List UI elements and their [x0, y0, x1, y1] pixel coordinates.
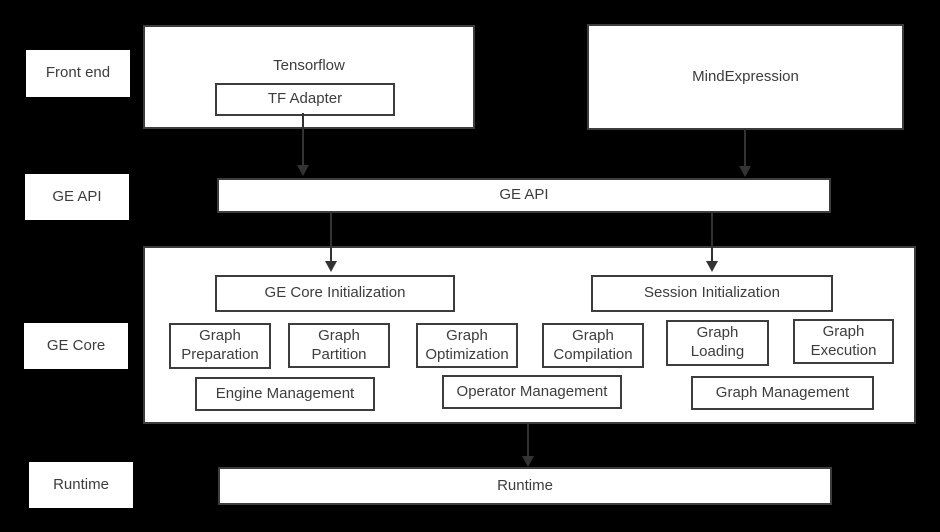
engine-management-box: Engine Management [195, 377, 375, 411]
arrow-ge-api-to-ge-core-initialization-icon [330, 212, 332, 261]
graph-loading-box: Graph Loading [666, 320, 769, 366]
tensorflow-label: Tensorflow [273, 57, 345, 74]
arrow-ge-core-to-runtime-icon [527, 424, 529, 456]
tf-adapter-box: TF Adapter [215, 83, 395, 116]
layer-label-runtime: Runtime [29, 462, 133, 508]
graph-management-box: Graph Management [691, 376, 874, 410]
operator-management-box: Operator Management [442, 375, 622, 409]
ge-api-bar: GE API [217, 178, 831, 213]
arrow-ge-api-to-session-initialization-icon [711, 212, 713, 261]
arrow-tf-adapter-to-ge-api-icon [302, 113, 304, 165]
graph-execution-box: Graph Execution [793, 319, 894, 364]
mindexpression-box: MindExpression [587, 24, 904, 130]
graph-partition-box: Graph Partition [288, 323, 390, 368]
graph-optimization-box: Graph Optimization [416, 323, 518, 368]
layer-label-ge-core: GE Core [24, 323, 128, 369]
tensorflow-box: Tensorflow TF Adapter [143, 25, 475, 129]
layer-label-front-end: Front end [26, 50, 130, 97]
session-initialization-box: Session Initialization [591, 275, 833, 312]
graph-preparation-box: Graph Preparation [169, 323, 271, 369]
ge-core-initialization-box: GE Core Initialization [215, 275, 455, 312]
layer-label-ge-api: GE API [25, 174, 129, 220]
arrow-mindexpression-to-ge-api-icon [744, 129, 746, 166]
graph-compilation-box: Graph Compilation [542, 323, 644, 368]
runtime-bar: Runtime [218, 467, 832, 505]
ge-core-box: GE Core Initialization Session Initializ… [143, 246, 916, 424]
